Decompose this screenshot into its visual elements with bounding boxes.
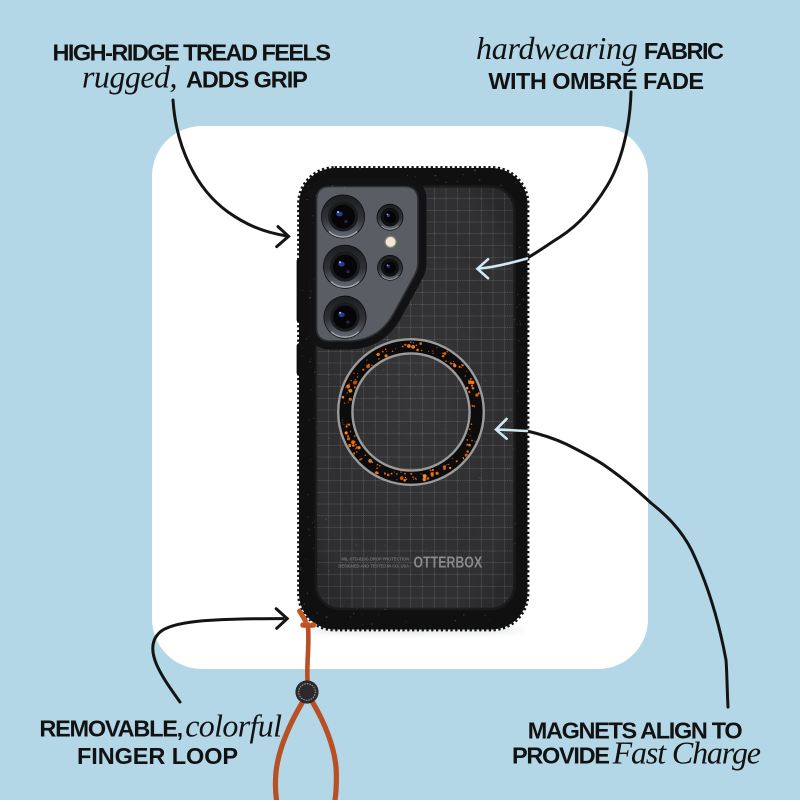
svg-text:DESIGNED AND TESTED IN CO, USA: DESIGNED AND TESTED IN CO, USA [338, 564, 409, 569]
svg-text:HIGH-RIDGE TREAD FEELS: HIGH-RIDGE TREAD FEELS [52, 39, 330, 65]
svg-text:MIL-STD-810G DROP PROTECTION: MIL-STD-810G DROP PROTECTION [341, 557, 409, 562]
svg-text:MAGNETS ALIGN TO: MAGNETS ALIGN TO [528, 718, 743, 744]
svg-text:WITH OMBRÉ FADE: WITH OMBRÉ FADE [488, 67, 703, 94]
svg-text:REMOVABLE,colorful: REMOVABLE,colorful [39, 708, 282, 744]
svg-text:rugged,ADDS GRIP: rugged,ADDS GRIP [82, 59, 307, 95]
svg-text:OTTERBOX: OTTERBOX [414, 553, 483, 571]
svg-text:FINGER LOOP: FINGER LOOP [77, 743, 238, 769]
